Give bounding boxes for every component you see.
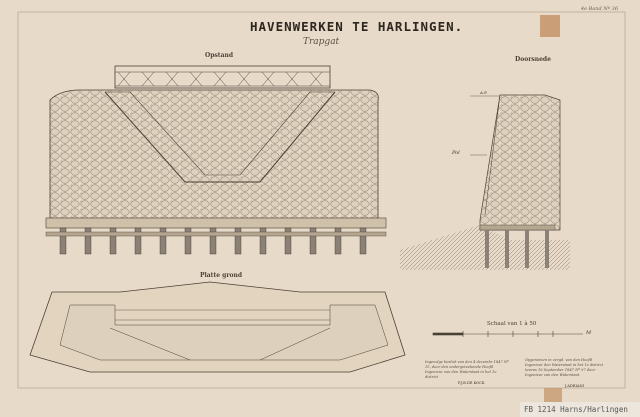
note-left: Ingevolge besluit van den 4 decembr 1847…: [425, 360, 509, 379]
pol-label: Pol: [452, 150, 460, 156]
piles: [59, 227, 367, 255]
note-right: Opgenomen in vergd. van den Hoofd Ingeni…: [525, 358, 604, 377]
scale-bar: [432, 331, 583, 337]
note-left-signature: P.J.B.DE KOCK: [458, 381, 485, 385]
railing: [114, 65, 331, 89]
archive-stamp: FB 1214 Harns/Harlingen: [520, 402, 640, 417]
quay-wall: [49, 89, 379, 226]
drawing-title: HAVENWERKEN TE HARLINGEN.: [250, 19, 464, 34]
scale-label: Schaal van 1 à 50: [487, 321, 537, 327]
section-view: [400, 94, 570, 270]
scale-unit: M: [586, 330, 592, 336]
plan-label: Platte grond: [200, 272, 243, 279]
stain: [540, 15, 560, 37]
elevation-label: Opstand: [205, 52, 234, 59]
elevation-view: [45, 65, 387, 255]
note-right-signature: J.ADRIANI: [565, 384, 585, 388]
plan-view: [29, 281, 406, 373]
sheet-reference: 4e Band Nº 36: [580, 6, 618, 12]
section-label: Doorsnede: [515, 56, 551, 63]
sheet-frame: [17, 11, 626, 389]
stair-outline: [104, 91, 336, 183]
drawing-subtitle: Trapgat: [303, 37, 340, 47]
stain: [544, 388, 562, 402]
ap-label: A.P.: [480, 90, 488, 95]
